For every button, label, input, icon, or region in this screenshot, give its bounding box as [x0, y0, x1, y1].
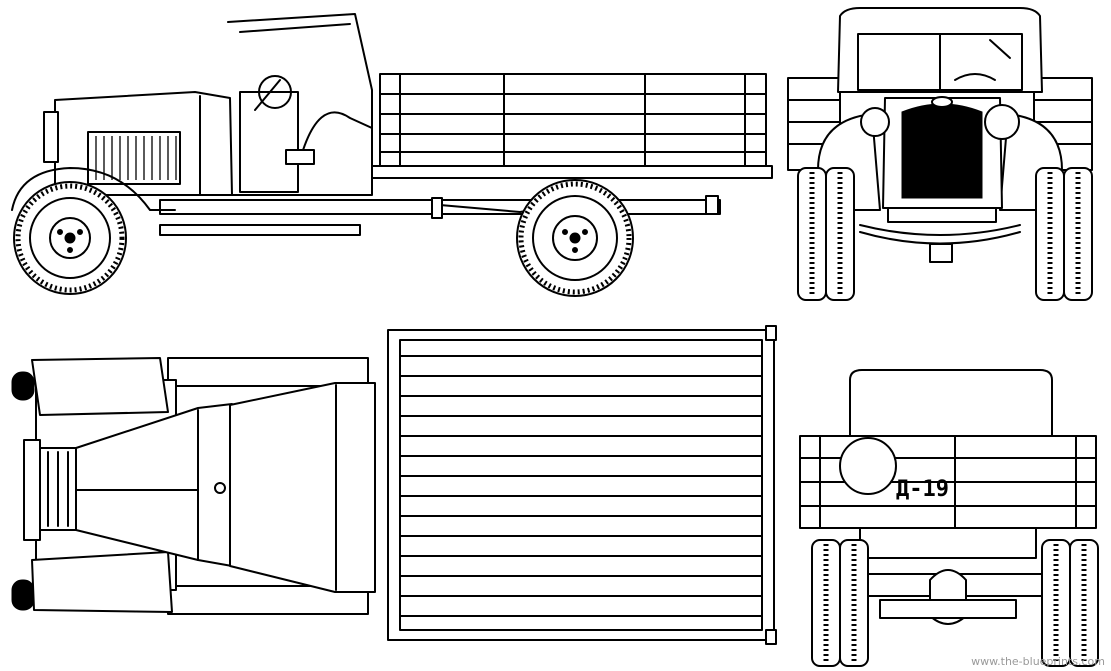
side-chassis	[159, 195, 721, 236]
front-grille	[882, 96, 1003, 209]
side-cargo-bed	[371, 73, 773, 179]
side-cab	[227, 13, 373, 196]
rear-axle	[841, 527, 1055, 625]
top-front-wheels	[11, 371, 35, 611]
side-view	[11, 13, 773, 297]
top-bumper	[23, 439, 77, 541]
rear-wheels	[811, 539, 1099, 667]
front-cab-top	[837, 7, 1043, 93]
rear-cab-top	[849, 369, 1053, 441]
side-front-fender	[11, 167, 176, 211]
side-rear-wheel	[516, 179, 634, 297]
rear-plate-number: Д-19	[896, 477, 949, 502]
top-view	[11, 325, 777, 645]
top-cargo-bed	[387, 325, 777, 645]
front-wheels	[797, 167, 1093, 301]
rear-cargo-bed: Д-19	[799, 435, 1097, 529]
watermark-text: www.the-blueprints.com	[971, 655, 1105, 668]
top-cab-roof	[214, 382, 376, 593]
front-headlights	[860, 104, 1020, 140]
rear-view: Д-19	[799, 369, 1099, 667]
side-hood	[43, 91, 233, 196]
front-view	[787, 7, 1093, 301]
side-front-wheel	[13, 181, 127, 295]
top-front-fenders	[31, 357, 173, 613]
front-axle	[859, 207, 1021, 263]
